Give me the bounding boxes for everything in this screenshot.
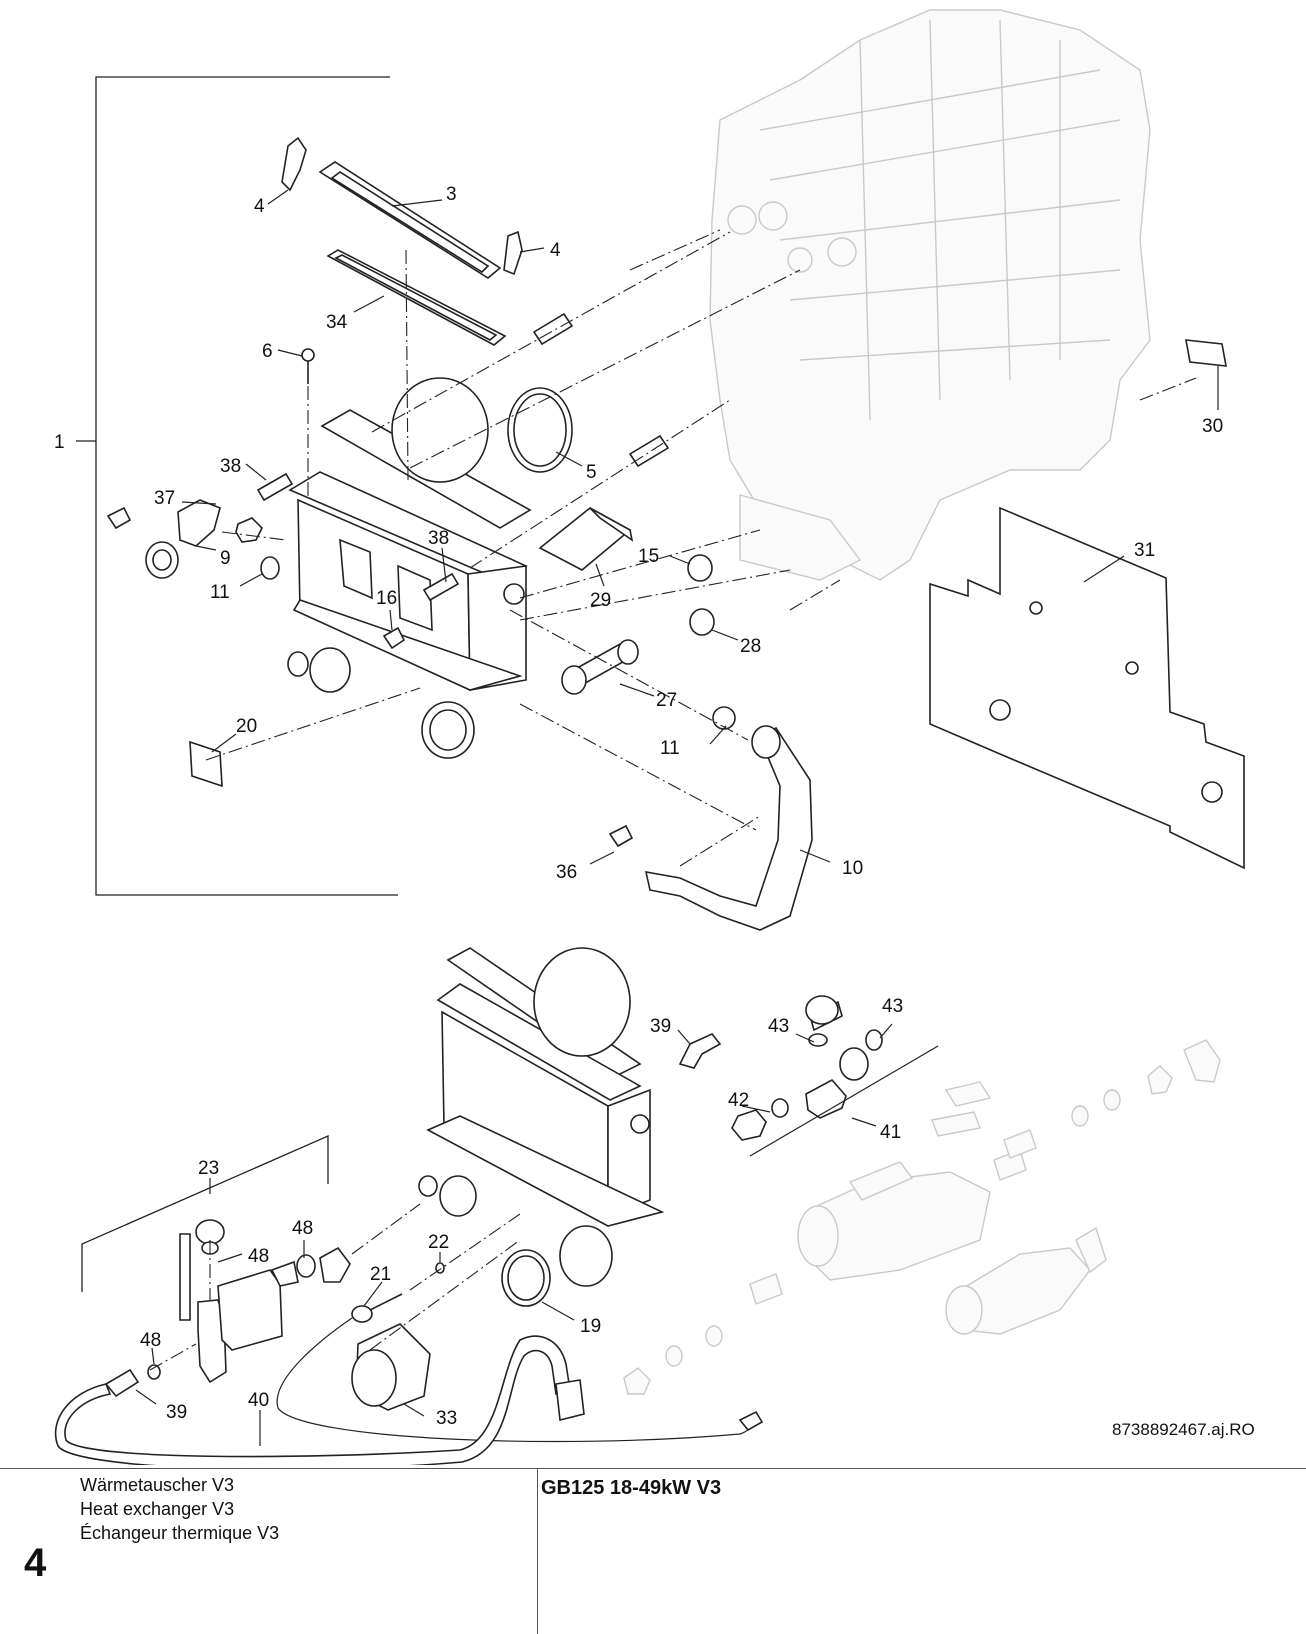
callout-19: 19 xyxy=(580,1316,601,1337)
callout-28: 28 xyxy=(740,636,761,657)
callout-27: 27 xyxy=(656,690,677,711)
connection-pipe-27 xyxy=(561,639,639,695)
callout-34: 34 xyxy=(326,312,348,333)
condensate-chute xyxy=(538,507,634,571)
callout-48-mid: 48 xyxy=(292,1218,313,1239)
callout-37: 37 xyxy=(154,488,175,509)
callout-22: 22 xyxy=(428,1232,449,1253)
elbow-connector xyxy=(145,499,221,579)
page-number: 4 xyxy=(24,1541,47,1585)
o-ring-48-upper xyxy=(296,1254,316,1278)
callout-36: 36 xyxy=(556,862,577,883)
callout-41: 41 xyxy=(880,1122,901,1143)
callout-38-left: 38 xyxy=(220,456,241,477)
callout-1: 1 xyxy=(54,432,65,453)
callout-5: 5 xyxy=(586,462,597,483)
callout-labels: 1 3 4 4 34 6 5 38 37 9 11 38 15 16 29 31… xyxy=(54,184,1223,1429)
o-ring-28 xyxy=(689,608,715,636)
callout-6: 6 xyxy=(262,341,273,362)
callout-20: 20 xyxy=(236,716,257,737)
bracket-20 xyxy=(189,740,223,788)
callout-31: 31 xyxy=(1134,540,1155,561)
pin-right xyxy=(422,572,460,602)
callout-29: 29 xyxy=(590,590,611,611)
footer-divider xyxy=(537,1469,538,1634)
callout-3: 3 xyxy=(446,184,457,205)
callout-15: 15 xyxy=(638,546,659,567)
o-ring-large xyxy=(507,387,573,473)
callout-11-right: 11 xyxy=(660,738,680,759)
sensor-33 xyxy=(351,1323,431,1411)
callout-48-cap: 48 xyxy=(248,1246,269,1267)
o-ring-15 xyxy=(687,554,713,582)
screw xyxy=(301,348,315,384)
callout-43-right: 43 xyxy=(882,996,903,1017)
clamp-37 xyxy=(106,506,132,530)
callout-10: 10 xyxy=(842,858,863,879)
callout-4-left: 4 xyxy=(254,196,265,217)
connection-sleeve-upper xyxy=(532,312,574,346)
callout-40: 40 xyxy=(248,1390,269,1411)
callout-39-bottom: 39 xyxy=(166,1402,187,1423)
callout-43-left: 43 xyxy=(768,1016,789,1037)
callout-39-top: 39 xyxy=(650,1016,671,1037)
callout-30: 30 xyxy=(1202,416,1223,437)
nut xyxy=(235,517,263,543)
callout-leaders xyxy=(135,189,1219,1446)
cast-heat-exchanger-body xyxy=(709,9,1151,581)
title-german: Wärmetauscher V3 xyxy=(80,1475,235,1495)
title-french: Échangeur thermique V3 xyxy=(80,1523,280,1543)
clip-left xyxy=(281,136,307,192)
seal-gasket xyxy=(326,249,507,346)
siphon-tube xyxy=(179,1233,299,1384)
drawing-reference-code: 8738892467.aj.RO xyxy=(1112,1420,1255,1439)
o-ring-11-right xyxy=(712,706,736,730)
callout-4-right: 4 xyxy=(550,240,561,261)
heat-exchanger-module xyxy=(287,377,532,759)
model-name: GB125 18-49kW V3 xyxy=(541,1477,722,1499)
pump-assembly-gray xyxy=(623,1039,1221,1395)
clip-right xyxy=(503,230,523,276)
union-nut xyxy=(319,1246,351,1283)
alignment-lines-bottom xyxy=(149,1203,521,1371)
callout-33: 33 xyxy=(436,1408,457,1429)
cable-40 xyxy=(276,1317,764,1443)
callout-38-right: 38 xyxy=(428,528,449,549)
plug xyxy=(382,626,406,650)
pin-left xyxy=(256,472,294,502)
clamp-36 xyxy=(608,824,634,848)
clip-30 xyxy=(1185,339,1227,367)
alignment-lines-top xyxy=(205,229,1197,867)
o-ring-48-left xyxy=(147,1364,161,1380)
assembly-23-bracket xyxy=(81,1135,329,1292)
callout-11-left: 11 xyxy=(210,582,230,603)
gasket-21 xyxy=(351,1293,403,1323)
assembly-1-bracket xyxy=(95,76,398,896)
cover-plate xyxy=(318,161,502,279)
tee-fitting-41 xyxy=(731,995,883,1141)
drain-hose-39 xyxy=(54,1335,585,1465)
callout-21: 21 xyxy=(370,1264,391,1285)
assembly-41-bracket xyxy=(749,1045,939,1157)
callout-23: 23 xyxy=(198,1158,219,1179)
o-ring-19 xyxy=(501,1249,551,1307)
o-ring-11-left xyxy=(260,556,280,580)
heat-exchanger-module-lower xyxy=(418,947,665,1287)
callout-42: 42 xyxy=(728,1090,749,1111)
footer: 4 Wärmetauscher V3 Heat exchanger V3 Éch… xyxy=(0,1468,1306,1634)
callout-9: 9 xyxy=(220,548,231,569)
callout-48-left: 48 xyxy=(140,1330,161,1351)
title-english: Heat exchanger V3 xyxy=(80,1499,235,1519)
exploded-parts-diagram: 1 3 4 4 34 6 5 38 37 9 11 38 15 16 29 31… xyxy=(54,9,1245,1465)
insulation-panel-31 xyxy=(929,506,1245,870)
flow-pipe-10 xyxy=(644,725,813,931)
callout-16: 16 xyxy=(376,588,397,609)
